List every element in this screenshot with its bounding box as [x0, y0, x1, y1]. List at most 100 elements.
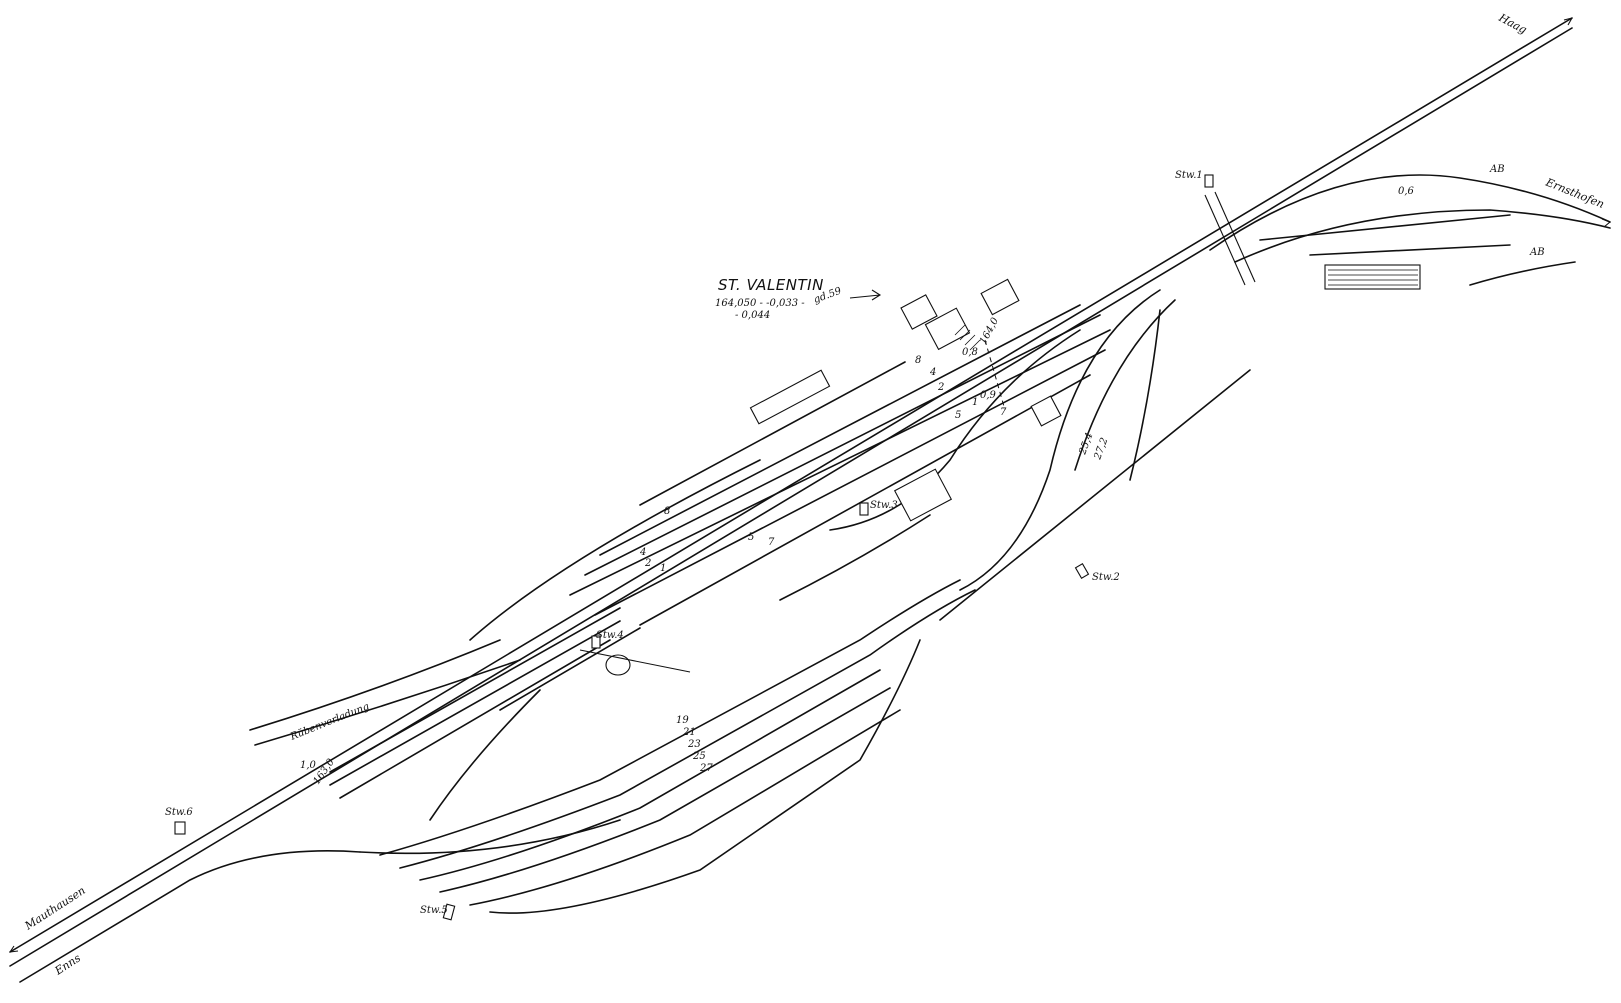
km-1-0: 1,0 — [300, 760, 317, 771]
building-east — [980, 278, 1020, 316]
yard-track-23 — [419, 669, 881, 881]
line-to-stw2 — [939, 369, 1251, 621]
label-track-4b: 4 — [639, 547, 646, 558]
label-track-5b: 5 — [748, 532, 754, 543]
arrow-ernsthofen — [1601, 218, 1611, 228]
label-track-2: 2 — [937, 382, 944, 393]
label-track-4: 4 — [929, 367, 936, 378]
branch-ernsthofen-2 — [1234, 209, 1611, 263]
km-0-9: 0,9 — [980, 390, 997, 401]
curve-4 — [829, 329, 1081, 531]
direction-arrows — [9, 17, 1611, 953]
yard-lead — [359, 819, 621, 855]
yard-track-25 — [439, 687, 891, 893]
stw5-box — [442, 903, 456, 921]
label-stw4: Stw.4 — [596, 630, 624, 641]
label-track-19: 19 — [676, 715, 689, 726]
yard-outer — [489, 639, 921, 914]
station-km-1: 164,050 - -0,033 - — [715, 298, 805, 309]
main-lines — [9, 17, 1573, 983]
km-0-6: 0,6 — [1398, 186, 1415, 197]
track-5 — [594, 349, 1106, 616]
label-stw3: Stw.3 — [870, 500, 898, 511]
label-track-7: 7 — [1000, 407, 1007, 418]
curve-1 — [959, 289, 1161, 591]
stub-4 — [499, 627, 641, 711]
north-arrow — [849, 289, 882, 301]
label-stw2: Stw.2 — [1092, 572, 1120, 583]
connectors — [779, 289, 1251, 621]
main-line-upper — [9, 17, 1573, 953]
label-stw6: Stw.6 — [165, 807, 193, 818]
arrow-mauthausen — [9, 945, 19, 953]
goods-shed — [749, 369, 831, 425]
labels: ST. VALENTIN 164,050 - -0,033 - - 0,044 … — [22, 11, 1606, 978]
stw6-box — [174, 821, 186, 835]
stub-2 — [329, 620, 621, 786]
track-2 — [584, 314, 1101, 576]
curve-5 — [779, 514, 931, 601]
turntable — [605, 654, 631, 676]
signal-boxes — [174, 174, 1214, 921]
curve-3 — [1129, 309, 1161, 481]
track-loading-2 — [254, 659, 521, 746]
stub-3 — [339, 639, 611, 799]
station-km-2: - 0,044 — [735, 310, 770, 321]
bridge-line-1 — [1204, 194, 1246, 286]
building-annex — [900, 294, 938, 330]
label-track-5: 5 — [955, 410, 961, 421]
label-stw5: Stw.5 — [420, 905, 448, 916]
label-track-25: 25 — [692, 751, 706, 762]
label-haag: Haag — [1496, 11, 1529, 37]
km-164-0: 164,0 — [978, 315, 1001, 346]
track-8 — [639, 361, 906, 506]
track-7 — [639, 374, 1091, 626]
platform-shelter — [1324, 264, 1421, 290]
stw4-box — [591, 635, 601, 649]
stw2-box — [1074, 563, 1090, 579]
label-track-27: 27 — [699, 763, 713, 774]
label-track-23: 23 — [687, 739, 701, 750]
track-loading — [249, 639, 501, 731]
stw1-box — [1204, 174, 1214, 188]
station-tracks — [249, 304, 1111, 746]
underpass-line — [984, 339, 1006, 411]
km-25-4: 25,4 — [1077, 431, 1095, 457]
label-ab-1: AB — [1489, 164, 1505, 175]
main-line-lower — [9, 27, 1573, 967]
label-stw1: Stw.1 — [1175, 170, 1203, 181]
label-enns: Enns — [52, 951, 84, 978]
stub-1 — [329, 607, 621, 773]
yard-track-27 — [469, 709, 901, 906]
building-main — [924, 307, 971, 351]
yard-tracks — [359, 579, 976, 914]
label-track-2b: 2 — [644, 558, 651, 569]
label-loading: Rübenverladung — [288, 701, 371, 743]
label-track-1b: 1 — [660, 563, 666, 574]
label-track-1: 1 — [972, 397, 978, 408]
track-upper-siding — [469, 459, 761, 641]
km-27-2: 27,2 — [1092, 436, 1110, 462]
label-ernsthofen: Ernsthofen — [1543, 175, 1606, 211]
label-track-8b: 8 — [664, 506, 670, 517]
turntable-area — [579, 649, 691, 676]
track-4 — [599, 304, 1081, 556]
label-track-7b: 7 — [768, 537, 775, 548]
stw3-box — [859, 502, 869, 516]
arrow-haag — [1563, 17, 1573, 26]
bridge-line-2 — [1214, 191, 1256, 283]
yard-track-19 — [379, 579, 961, 856]
station-name: ST. VALENTIN — [718, 276, 824, 294]
stub-sidings — [329, 607, 641, 799]
buildings — [749, 191, 1421, 522]
building-platform-east — [1030, 395, 1062, 427]
label-track-21: 21 — [682, 727, 696, 738]
main-line-enns — [19, 850, 361, 983]
label-track-8: 8 — [915, 355, 921, 366]
building-stw3-area — [893, 468, 953, 522]
station-hatching — [954, 324, 981, 351]
branch-ernsthofen-1 — [1209, 174, 1611, 251]
km-0-8: 0,8 — [962, 347, 978, 358]
turntable-track — [579, 649, 691, 673]
